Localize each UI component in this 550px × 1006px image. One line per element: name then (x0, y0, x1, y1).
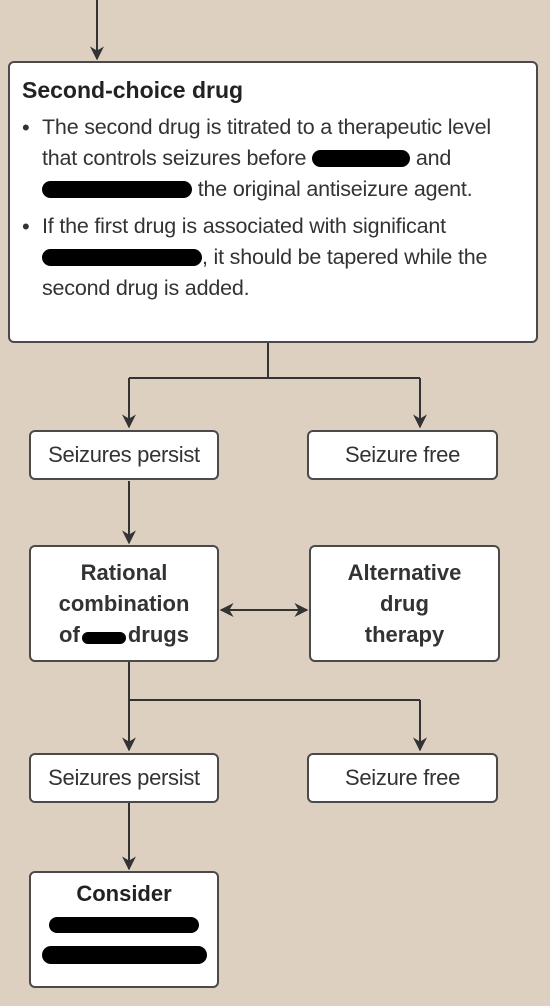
seizure-free-box-2: Seizure free (307, 753, 498, 803)
consider-box: Consider (29, 871, 219, 988)
alternative-therapy-line-3: therapy (364, 622, 445, 647)
rational-combination-of: of (59, 622, 80, 647)
bullet-titration: The second drug is titrated to a therape… (22, 112, 522, 205)
rational-combination-line-1: Rational (80, 560, 168, 585)
seizure-free-label: Seizure free (344, 765, 460, 790)
consider-title: Consider (76, 881, 172, 906)
seizures-persist-label: Seizures persist (48, 442, 200, 467)
redaction-mark (312, 150, 411, 167)
seizure-free-box-1: Seizure free (307, 430, 498, 480)
redaction-mark (81, 632, 126, 644)
second-choice-drug-box: Second-choice drug The second drug is ti… (8, 61, 538, 343)
bullet-tapering: If the first drug is associated with sig… (22, 211, 522, 304)
bullet-titration-text-b: and (415, 146, 452, 170)
rational-combination-line-3: of drugs (59, 619, 190, 650)
rational-combination-drugs: drugs (127, 622, 189, 647)
redaction-mark (42, 249, 202, 266)
rational-combination-box: Rational combination of drugs (29, 545, 219, 662)
redaction-mark (49, 917, 199, 933)
bullet-titration-text-a: The second drug is titrated to a therape… (42, 115, 491, 170)
bullet-tapering-text-a: If the first drug is associated with sig… (42, 214, 446, 238)
bullet-tapering-text-b: , it should be tapered while the second … (42, 245, 488, 300)
rational-combination-line-2: combination (58, 591, 190, 616)
second-choice-drug-title: Second-choice drug (22, 77, 244, 103)
bullet-titration-text-c: the original antiseizure agent. (197, 177, 473, 201)
seizure-free-label: Seizure free (344, 442, 460, 467)
seizures-persist-box-2: Seizures persist (29, 753, 219, 803)
alternative-drug-therapy-box: Alternative drug therapy (309, 545, 500, 662)
redaction-mark (42, 181, 192, 198)
redaction-mark (41, 946, 207, 964)
seizures-persist-label: Seizures persist (48, 765, 200, 790)
seizures-persist-box-1: Seizures persist (29, 430, 219, 480)
alternative-therapy-line-1: Alternative (347, 560, 462, 585)
alternative-therapy-line-2: drug (380, 591, 429, 616)
